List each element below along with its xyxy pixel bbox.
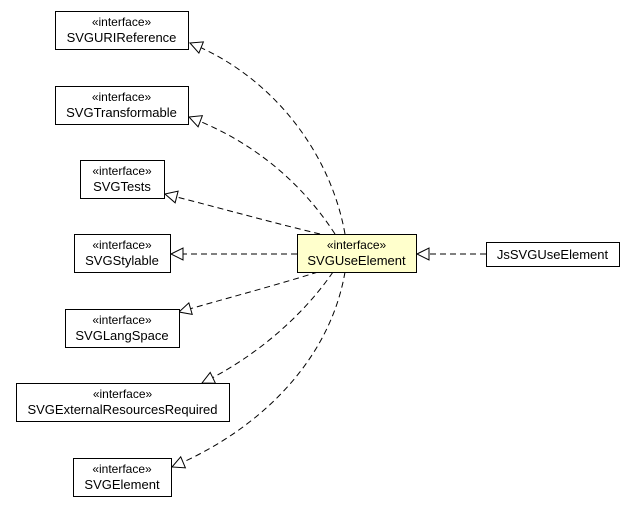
class-name-label: SVGLangSpace [75,328,168,343]
class-box-border [65,309,180,348]
edges [163,41,486,469]
edge-svguse-svgelem [170,271,346,469]
class-name-label: SVGTransformable [66,105,177,120]
stereotype-label: «interface» [92,313,152,327]
stereotype-label: «interface» [92,462,152,476]
class-name-label: SVGExternalResourcesRequired [27,402,217,417]
class-box-svguri[interactable]: «interface»SVGURIReference [55,11,189,50]
edge-svguse-svgtests [163,190,321,235]
class-box-svgtests[interactable]: «interface»SVGTests [80,160,165,199]
realization-arrowhead-icon [170,455,187,469]
stereotype-label: «interface» [92,90,152,104]
stereotype-label: «interface» [327,238,387,252]
edge-line [188,116,336,235]
class-box-svgtrans[interactable]: «interface»SVGTransformable [55,86,189,125]
realization-arrowhead-icon [188,41,205,54]
edge-svguse-svgstyl [169,247,297,261]
class-box-svgelem[interactable]: «interface»SVGElement [73,458,172,497]
edge-line [189,42,346,235]
class-box-border [74,234,171,273]
class-name-label: SVGStylable [85,253,159,268]
class-box-border [55,86,189,125]
class-box-border [73,458,172,497]
edge-svguse-svglang [177,271,319,316]
class-name-label: JsSVGUseElement [497,247,609,262]
class-box-border [55,11,189,50]
edge-line [171,271,346,468]
class-name-label: SVGURIReference [67,30,177,45]
class-box-border [16,383,230,422]
edge-svguse-svgtrans [187,115,336,235]
class-box-border [80,160,165,199]
edge-jsuse-svguse [415,247,486,261]
edge-svguse-svguri [188,41,346,235]
realization-arrowhead-icon [415,247,430,261]
class-box-jsuse[interactable]: JsSVGUseElement [486,242,620,267]
edge-svguse-svgext [200,271,334,384]
realization-arrowhead-icon [187,115,204,128]
edge-line [201,271,334,384]
stereotype-label: «interface» [93,387,153,401]
edge-line [164,193,321,235]
class-name-label: SVGTests [93,179,151,194]
class-box-svguse[interactable]: «interface»SVGUseElement [297,234,417,273]
class-box-border [486,242,620,267]
nodes: «interface»SVGURIReference«interface»SVG… [16,11,620,497]
stereotype-label: «interface» [92,164,152,178]
edge-line [178,271,319,313]
class-box-svgstyl[interactable]: «interface»SVGStylable [74,234,171,273]
realization-arrowhead-icon [163,190,179,204]
class-box-svgext[interactable]: «interface»SVGExternalResourcesRequired [16,383,230,422]
stereotype-label: «interface» [92,238,152,252]
realization-arrowhead-icon [177,301,193,316]
stereotype-label: «interface» [92,15,152,29]
class-name-label: SVGUseElement [307,253,406,268]
realization-arrowhead-icon [169,247,184,261]
class-box-svglang[interactable]: «interface»SVGLangSpace [65,309,180,348]
class-box-border [297,234,417,273]
class-name-label: SVGElement [84,477,160,492]
